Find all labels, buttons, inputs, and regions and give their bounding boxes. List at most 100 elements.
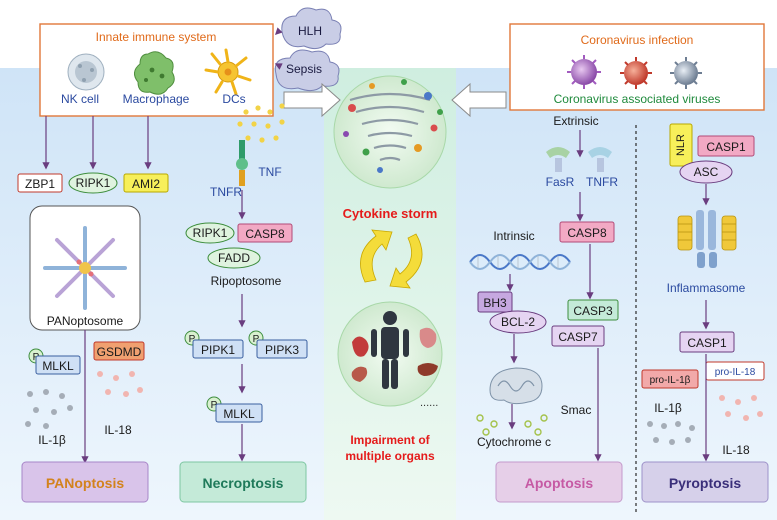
- gsdmd-label: GSDMD: [97, 345, 142, 359]
- ripk1-ellipse: [68, 172, 118, 194]
- intrinsic-label: Intrinsic: [493, 229, 534, 243]
- pyroptosis-outcome-box: [641, 461, 769, 503]
- necro-casp8-box: [237, 223, 293, 243]
- hlh-cloud: [281, 7, 342, 50]
- necro-mlkl-label: MLKL: [223, 407, 255, 421]
- necro-mlkl-box: [215, 403, 263, 423]
- apop-tnfr-label: TNFR: [586, 175, 618, 189]
- pipk1-label: PIPK1: [201, 343, 235, 357]
- il18-dots: [97, 371, 143, 397]
- asc-label: ASC: [694, 165, 719, 179]
- pyro-il1b-label: IL-1β: [654, 401, 682, 415]
- pro-il18-label: pro-IL-18: [715, 367, 756, 378]
- sepsis-to-innate-arrow: [274, 63, 283, 70]
- il18-label: IL-18: [104, 423, 132, 437]
- inflammasome-label: Inflammasome: [667, 281, 746, 295]
- organs-dots: ......: [420, 397, 438, 409]
- tnfr-receptor-icon: [236, 140, 248, 186]
- dna-helix-icon: [469, 254, 571, 270]
- tnf-dots: [237, 103, 285, 143]
- bh3-label: BH3: [483, 296, 507, 310]
- tnf-label: TNF: [258, 165, 281, 179]
- ripoptosome-label: Ripoptosome: [211, 274, 282, 288]
- yellow-arrow-up: [360, 229, 393, 283]
- apop-casp8-label: CASP8: [567, 226, 607, 240]
- cytochrome-label: Cytochrome c: [477, 435, 551, 449]
- fadd-label: FADD: [218, 251, 250, 265]
- organs-illustration: [337, 301, 443, 407]
- casp1b-label: CASP1: [687, 336, 727, 350]
- pipk3-p-label: P: [253, 334, 260, 345]
- casp7-label: CASP7: [558, 330, 598, 344]
- mlkl-box: [35, 355, 81, 375]
- pipk1-p-label: P: [189, 334, 196, 345]
- cytochrome-dots: [476, 414, 548, 436]
- asc-ellipse: [679, 160, 733, 184]
- hlh-label: HLH: [298, 24, 322, 38]
- mitochondria-icon: [489, 367, 543, 405]
- dcs-label: DCs: [222, 92, 245, 106]
- bcl2-ellipse: [489, 310, 547, 334]
- tnfr-label: TNFR: [210, 185, 242, 199]
- pipk3-label: PIPK3: [265, 343, 299, 357]
- casp7-box: [551, 325, 605, 347]
- fadd-ellipse: [207, 247, 261, 269]
- nlr-label: NLR: [675, 134, 687, 156]
- pipk3-box: [256, 339, 308, 359]
- fasr-label: FasR: [546, 175, 575, 189]
- il1b-label: IL-1β: [38, 433, 66, 447]
- aim2-label: AMI2: [132, 177, 160, 191]
- panoptosome-label: PANoptosome: [47, 314, 124, 328]
- sepsis-label: Sepsis: [286, 62, 322, 76]
- panoptosis-outcome-label: PANoptosis: [46, 475, 125, 491]
- necro-ripk1-label: RIPK1: [193, 226, 228, 240]
- pro-il1b-box: [641, 369, 699, 389]
- fasr-receptor-icon: [546, 147, 570, 172]
- cytokine-storm-label: Cytokine storm: [343, 206, 438, 221]
- apop-tnfr-receptor-icon: [588, 147, 612, 172]
- innate-title: Innate immune system: [96, 30, 217, 44]
- cytokine-storm-icon: [333, 75, 447, 189]
- inflammasome-icon: [677, 210, 737, 268]
- ripk1-label: RIPK1: [76, 176, 111, 190]
- coronavirus-title: Coronavirus infection: [581, 33, 694, 47]
- coronavirus-associated-label: Coronavirus associated viruses: [554, 92, 721, 106]
- gsdmd-box: [93, 341, 145, 361]
- pipk1-box: [192, 339, 244, 359]
- impairment-label-line2: multiple organs: [345, 449, 435, 463]
- apoptosis-outcome-label: Apoptosis: [525, 475, 594, 491]
- macrophage-label: Macrophage: [123, 92, 190, 106]
- pyro-il1b-dots: [647, 421, 695, 445]
- nlr-box: [669, 123, 693, 167]
- pyroptosis-outcome-label: Pyroptosis: [669, 475, 742, 491]
- apop-casp8-box: [559, 221, 615, 243]
- bh3-box: [477, 291, 513, 313]
- grey-virus-icon: [670, 57, 702, 89]
- macrophage-icon: [134, 51, 175, 95]
- pyro-casp1-box: [697, 135, 755, 157]
- il1b-dots: [25, 389, 73, 429]
- coronavirus-icon: [567, 55, 601, 89]
- casp1b-box: [679, 331, 735, 353]
- hlh-to-innate-arrow: [274, 27, 283, 36]
- dendritic-cell-icon: [204, 48, 252, 96]
- left-white-arrow: [451, 82, 507, 118]
- nk-cell-label: NK cell: [61, 92, 99, 106]
- necroptosis-outcome-label: Necroptosis: [203, 475, 284, 491]
- right-white-arrow: [283, 82, 341, 118]
- necro-ripk1-ellipse: [185, 222, 235, 244]
- panoptosis-outcome-box: [21, 461, 149, 503]
- panoptosome-icon: [43, 226, 127, 310]
- casp3-label: CASP3: [573, 304, 613, 318]
- pro-il1b-label: pro-IL-1β: [650, 375, 691, 386]
- necro-casp8-label: CASP8: [245, 227, 285, 241]
- casp3-box: [567, 299, 619, 321]
- necroptosis-outcome-box: [179, 461, 307, 503]
- apoptosis-outcome-box: [495, 461, 623, 503]
- yellow-arrow-down: [389, 233, 423, 289]
- pyro-il18-dots: [719, 395, 763, 421]
- impairment-label-line1: Impairment of: [350, 433, 430, 447]
- bcl2-label: BCL-2: [501, 315, 535, 329]
